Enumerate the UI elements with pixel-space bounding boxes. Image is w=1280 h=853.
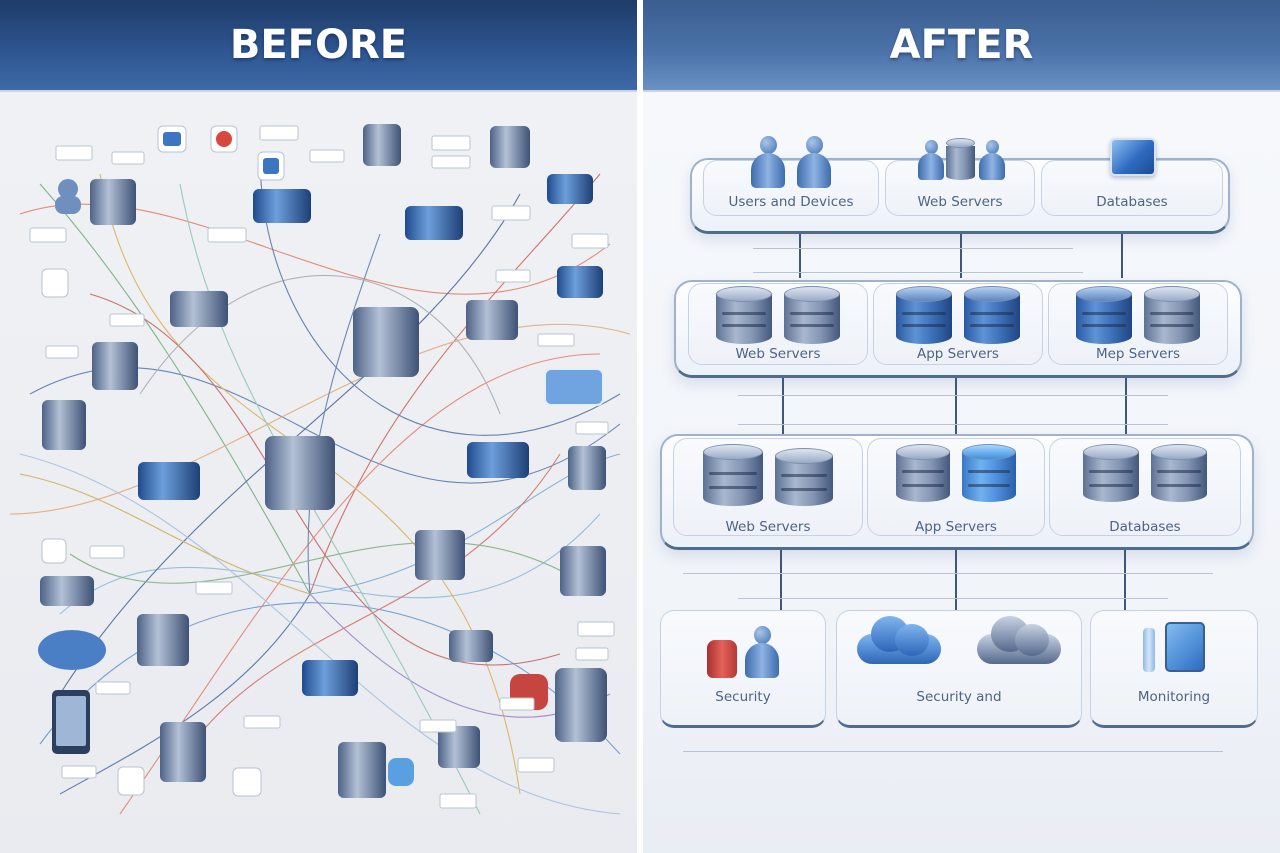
users-icon (743, 136, 839, 188)
connector (955, 549, 957, 611)
card-label: Security and (916, 689, 1002, 705)
security-icon (660, 626, 826, 678)
card-label: App Servers (917, 346, 999, 362)
card-label: Web Servers (725, 519, 811, 535)
card-security[interactable]: Security (660, 610, 826, 728)
card-label: Web Servers (735, 346, 821, 362)
server-icons (40, 124, 607, 798)
connector (1121, 232, 1123, 278)
web-server-icon (918, 138, 1005, 180)
card-label: Databases (1096, 194, 1168, 210)
cloud-icon (836, 614, 1082, 664)
server-stack-icon (873, 286, 1043, 344)
after-panel: AFTER Users and Devices Web Servers Data… (643, 0, 1280, 853)
database-monitor-icon (1083, 138, 1183, 176)
server-stack-icon (688, 286, 868, 344)
card-label: Mep Servers (1095, 346, 1181, 362)
connector (799, 232, 801, 278)
card-label: Web Servers (917, 194, 1003, 210)
tangled-network-diagram (9, 124, 631, 815)
sensor-icon (1143, 628, 1155, 672)
card-label: Monitoring (1137, 689, 1211, 705)
before-title: BEFORE (229, 22, 408, 68)
connector (960, 232, 962, 278)
connector (1124, 549, 1126, 611)
card-users-and-devices[interactable]: Users and Devices (703, 160, 879, 216)
card-label: Databases (1109, 519, 1181, 535)
cloud-icon (38, 630, 106, 670)
connector (955, 377, 957, 435)
monitoring-icon (1090, 622, 1258, 672)
server-stack-icon (673, 444, 863, 506)
connector (1125, 377, 1127, 435)
connector (782, 377, 784, 435)
lock-icon (707, 640, 737, 678)
connector (780, 549, 782, 611)
panel-divider (637, 0, 643, 853)
before-panel: BEFORE (0, 0, 637, 853)
after-header: AFTER (643, 0, 1280, 92)
cloud-icon (977, 614, 1061, 664)
card-label: Security (715, 689, 771, 705)
cloud-icon (857, 614, 941, 664)
server-stack-icon (1048, 286, 1228, 344)
before-header: BEFORE (0, 0, 637, 92)
dashboard-icon (1165, 622, 1205, 672)
card-label: Users and Devices (728, 194, 854, 210)
server-stack-icon (867, 444, 1045, 502)
after-title: AFTER (889, 22, 1034, 68)
database-icon (1049, 444, 1241, 502)
card-label: App Servers (915, 519, 997, 535)
chat-bubble-icon (544, 368, 604, 406)
card-databases[interactable]: Databases (1049, 438, 1241, 536)
